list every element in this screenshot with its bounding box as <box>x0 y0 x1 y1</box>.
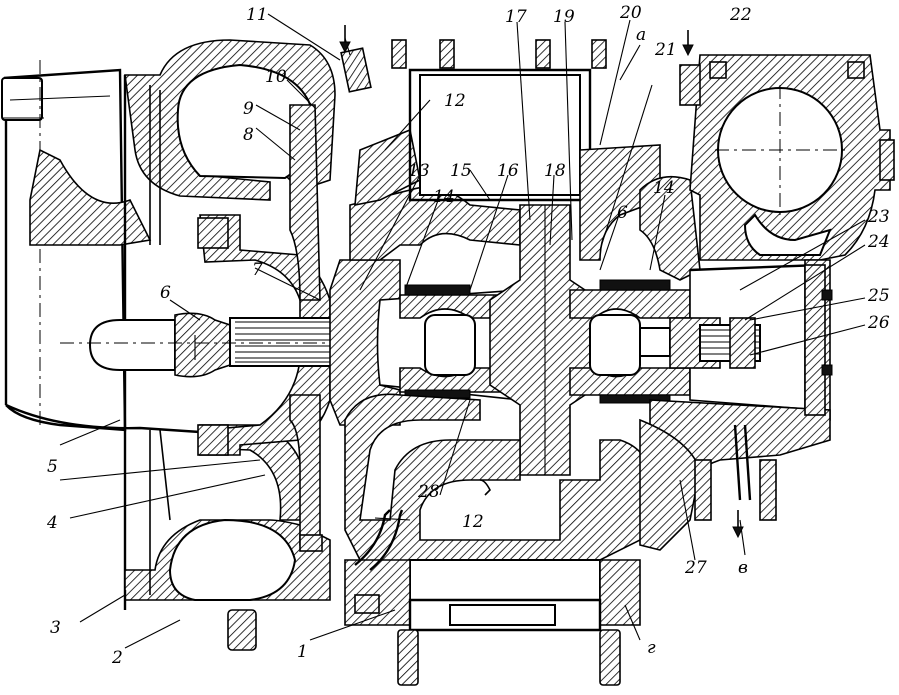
label-5: 5 <box>47 457 58 477</box>
label-20: 20 <box>619 3 642 23</box>
label-12b: 12 <box>462 512 484 532</box>
label-16: 16 <box>497 161 519 181</box>
lower-housing <box>344 393 651 632</box>
label-24: 24 <box>867 232 890 252</box>
label-10: 10 <box>265 67 287 87</box>
label-25: 25 <box>867 286 890 306</box>
label-19: 19 <box>553 7 575 27</box>
label-14a: 14 <box>433 187 455 207</box>
label-6b: 6 <box>617 203 628 223</box>
label-g: г <box>647 638 656 658</box>
label-14b: 14 <box>653 178 675 198</box>
inducer-nose <box>88 312 231 378</box>
label-a: а <box>636 25 646 45</box>
label-1: 1 <box>297 642 308 662</box>
label-4: 4 <box>46 513 58 533</box>
label-8: 8 <box>243 125 254 145</box>
oil-pipes <box>354 424 752 571</box>
exhaust-flange <box>804 264 833 416</box>
label-23: 23 <box>867 207 890 227</box>
label-11: 11 <box>246 5 268 25</box>
label-22: 22 <box>729 5 752 25</box>
compressor-wheel <box>197 104 331 546</box>
label-12a: 12 <box>444 91 466 111</box>
flow-arrows <box>339 25 744 539</box>
bearing-housing-right <box>569 144 701 404</box>
label-17: 17 <box>505 7 527 27</box>
label-9: 9 <box>243 99 254 119</box>
label-21: 21 <box>654 40 677 60</box>
center-disc <box>489 204 601 476</box>
label-18: 18 <box>544 161 566 181</box>
bottom-studs <box>227 459 777 686</box>
label-28: 28 <box>417 482 440 502</box>
label-v: в <box>738 558 748 578</box>
label-26: 26 <box>867 313 890 333</box>
top-studs <box>340 39 895 181</box>
label-27: 27 <box>684 558 707 578</box>
turbine-end-nut <box>669 317 761 369</box>
label-2: 2 <box>111 648 123 668</box>
label-15: 15 <box>450 161 472 181</box>
label-3: 3 <box>50 618 61 638</box>
label-7: 7 <box>252 260 263 280</box>
label-13: 13 <box>408 161 430 181</box>
intake-duct <box>1 60 201 434</box>
bearing-housing-left <box>329 68 592 426</box>
label-6a: 6 <box>160 283 171 303</box>
callout-labels: 1 2 3 4 5 6 6 7 8 9 10 11 12 12 13 14 14… <box>46 3 890 668</box>
leader-lines <box>59 13 866 649</box>
